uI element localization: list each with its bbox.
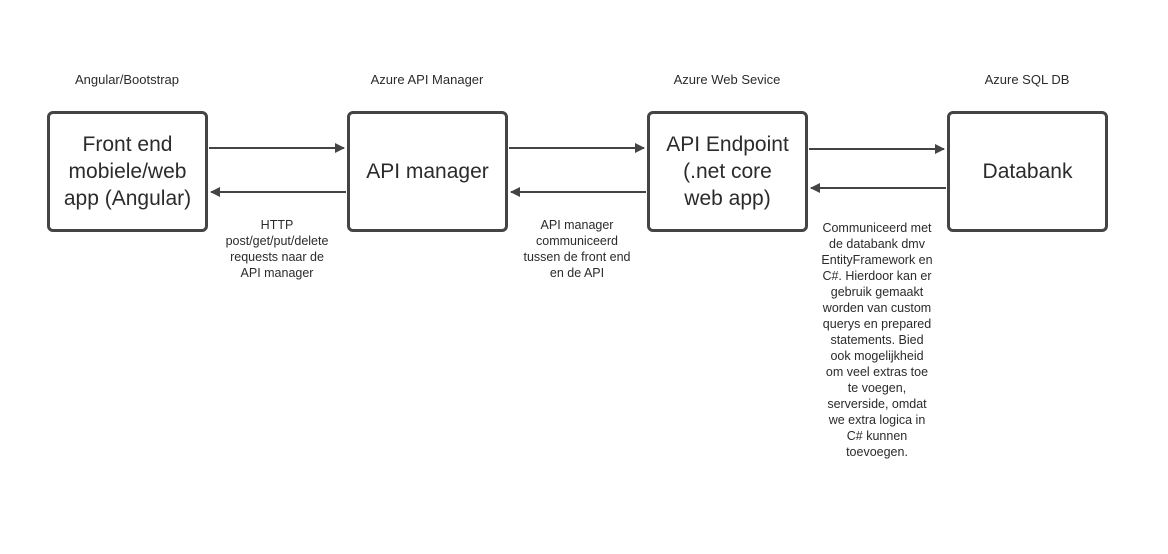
note-endpoint-database: Communiceerd met de databank dmv EntityF… [821, 221, 933, 459]
database-box-text: Databank [982, 160, 1073, 183]
api-manager-box-text: API manager [366, 160, 489, 183]
tier-label-frontend: Angular/Bootstrap [74, 72, 180, 87]
tier-label-api-manager: Azure API Manager [370, 72, 484, 87]
api-endpoint-box-text: API Endpoint (.net core web app) [666, 133, 789, 210]
note-apimanager-endpoint: API manager communiceerd tussen de front… [523, 218, 631, 280]
api-endpoint-box: API Endpoint (.net core web app) [647, 111, 808, 232]
note-frontend-apimanager: HTTP post/get/put/delete requests naar d… [225, 218, 329, 280]
frontend-box: Front end mobiele/web app (Angular) [47, 111, 208, 232]
database-box: Databank [947, 111, 1108, 232]
frontend-box-text: Front end mobiele/web app (Angular) [63, 133, 192, 210]
tier-label-web-service: Azure Web Sevice [673, 72, 781, 87]
api-manager-box: API manager [347, 111, 508, 232]
tier-label-sql-db: Azure SQL DB [984, 72, 1070, 87]
